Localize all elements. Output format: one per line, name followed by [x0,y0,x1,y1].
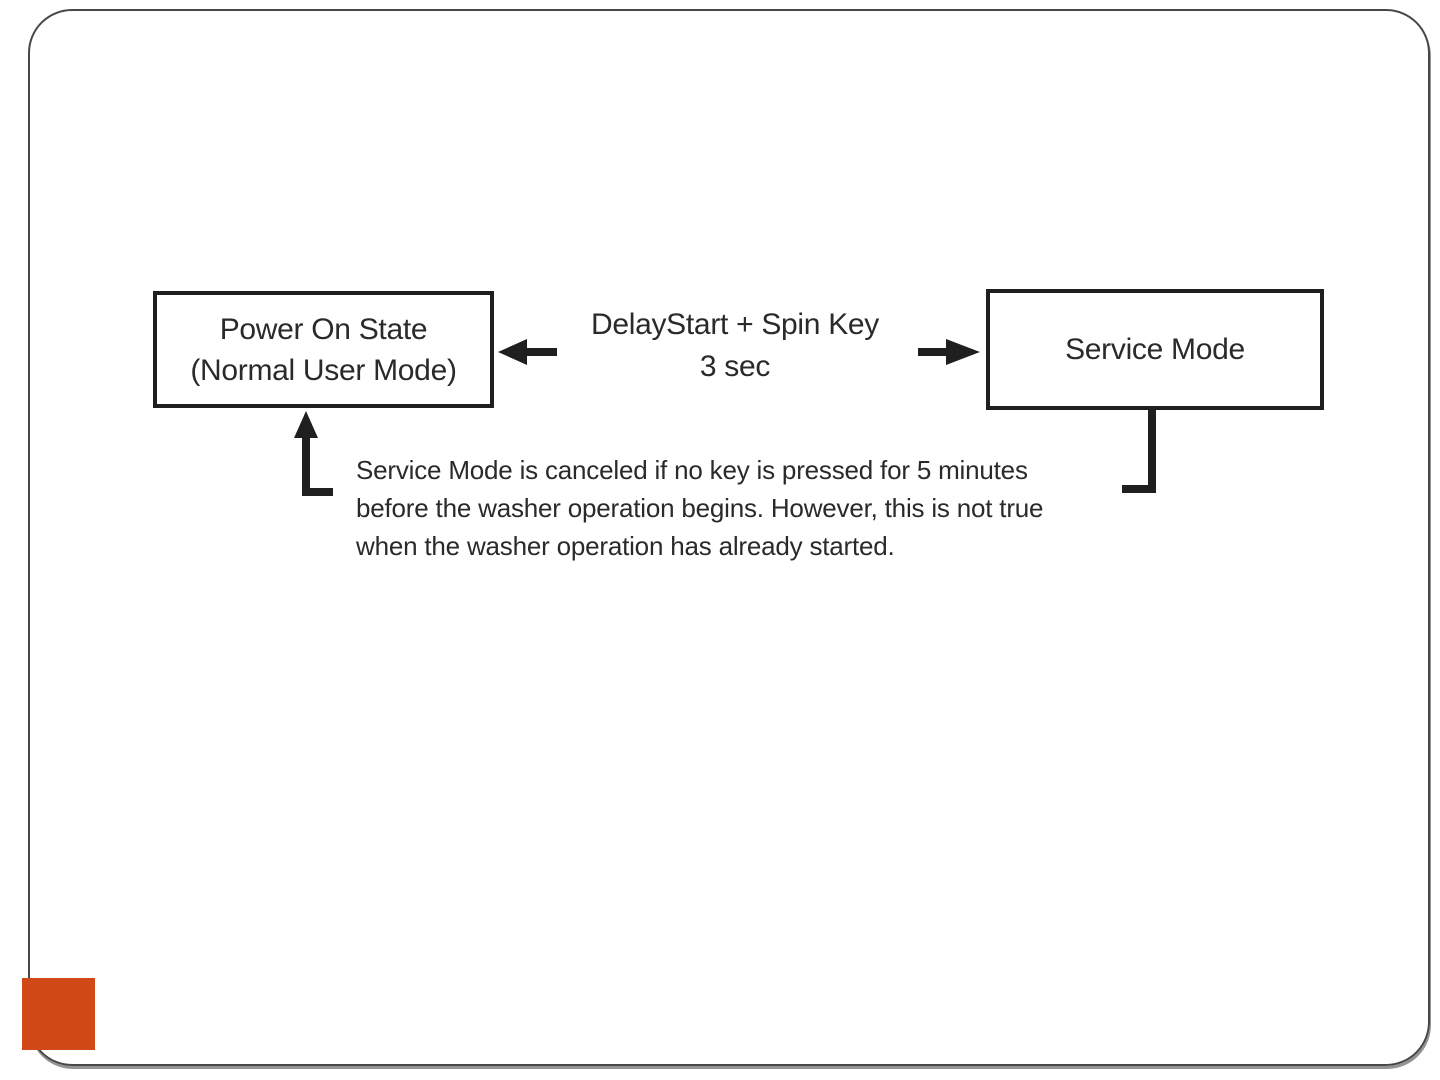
service-connector-foot [1122,485,1156,493]
service-mode-connector [1122,408,1157,493]
arrow-up-connector [294,411,334,496]
arrow-left-shaft [526,348,557,356]
transition-keys-text: DelayStart + Spin Key [590,308,880,341]
cancel-note-line: Service Mode is canceled if no key is pr… [356,455,1028,485]
arrow-left-icon [498,339,558,365]
arrow-up-head [294,411,318,438]
slide-border-frame [28,9,1430,1066]
arrow-right-head [946,339,980,365]
normal-user-mode-label: (Normal User Mode) [190,353,457,387]
service-connector-shaft [1148,408,1156,493]
transition-label: DelayStart + Spin Key 3 sec [555,304,915,388]
transition-duration-text: 3 sec [699,350,771,383]
service-mode-label: Service Mode [1065,333,1245,366]
cancel-note: Service Mode is canceled if no key is pr… [356,451,1044,565]
arrow-right-shaft [918,348,948,356]
arrow-left-head [498,339,527,365]
state-box-power-on: Power On State (Normal User Mode) [153,291,494,408]
arrow-up-shaft [302,436,310,496]
power-on-state-label: Power On State [219,312,428,346]
cancel-note-line: before the washer operation begins. Howe… [356,493,1044,523]
accent-square [22,978,95,1050]
state-box-service-mode: Service Mode [986,289,1324,410]
arrow-right-icon [918,339,980,365]
arrow-up-foot [302,488,333,496]
cancel-note-line: when the washer operation has already st… [356,531,895,561]
